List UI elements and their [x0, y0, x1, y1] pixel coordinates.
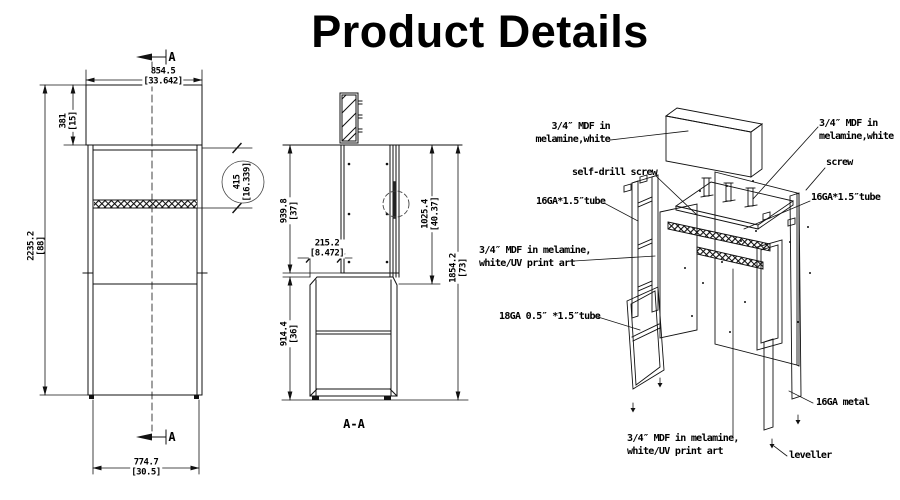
label-screw: screw	[826, 157, 853, 168]
label-metal-16ga: 16GA metal	[816, 397, 870, 408]
label-mdf-back: 3/4″ MDF in melamine,white	[819, 118, 894, 142]
label-mdf-uv-back: 3/4″ MDF in melamine, white/UV print art	[627, 433, 739, 457]
dim-width-top: 854.5 [33.642]	[142, 66, 184, 87]
label-tube-left: 16GA*1.5″tube	[536, 196, 606, 207]
exploded-view-lineart	[573, 107, 826, 457]
dim-base-height: 914.4 [36]	[279, 320, 300, 348]
label-tube-right: 16GA*1.5″tube	[811, 192, 881, 203]
label-leveller: leveller	[789, 450, 832, 461]
dim-overall-height: 1854.2 [73]	[448, 252, 469, 284]
section-marker-bottom: A	[168, 430, 176, 444]
page-title: Product Details	[311, 6, 649, 57]
dim-top-depth: 215.2 [8.472]	[308, 238, 346, 259]
section-view-label: A-A	[343, 417, 365, 431]
label-mdf-uv-side: 3/4″ MDF in melamine, white/UV print art	[479, 245, 591, 269]
label-mdf-top: 3/4″ MDF in melamine,white	[535, 121, 611, 145]
label-tube-18ga: 18GA 0.5″ *1.5″tube	[499, 311, 601, 322]
dim-opening-height: 415 [16.339]	[232, 162, 253, 202]
dim-header-height: 381 [15]	[58, 110, 79, 132]
section-marker-top: A	[168, 50, 176, 64]
dim-width-bottom: 774.7 [30.5]	[130, 457, 162, 478]
dim-total-height: 2235.2 [88]	[26, 231, 47, 261]
dim-upper-height: 939.8 [37]	[279, 197, 300, 225]
front-view-lineart	[39, 49, 265, 475]
label-self-drill-screw: self-drill screw	[572, 167, 658, 178]
dim-inner-height: 1025.4 [40.37]	[420, 195, 441, 233]
